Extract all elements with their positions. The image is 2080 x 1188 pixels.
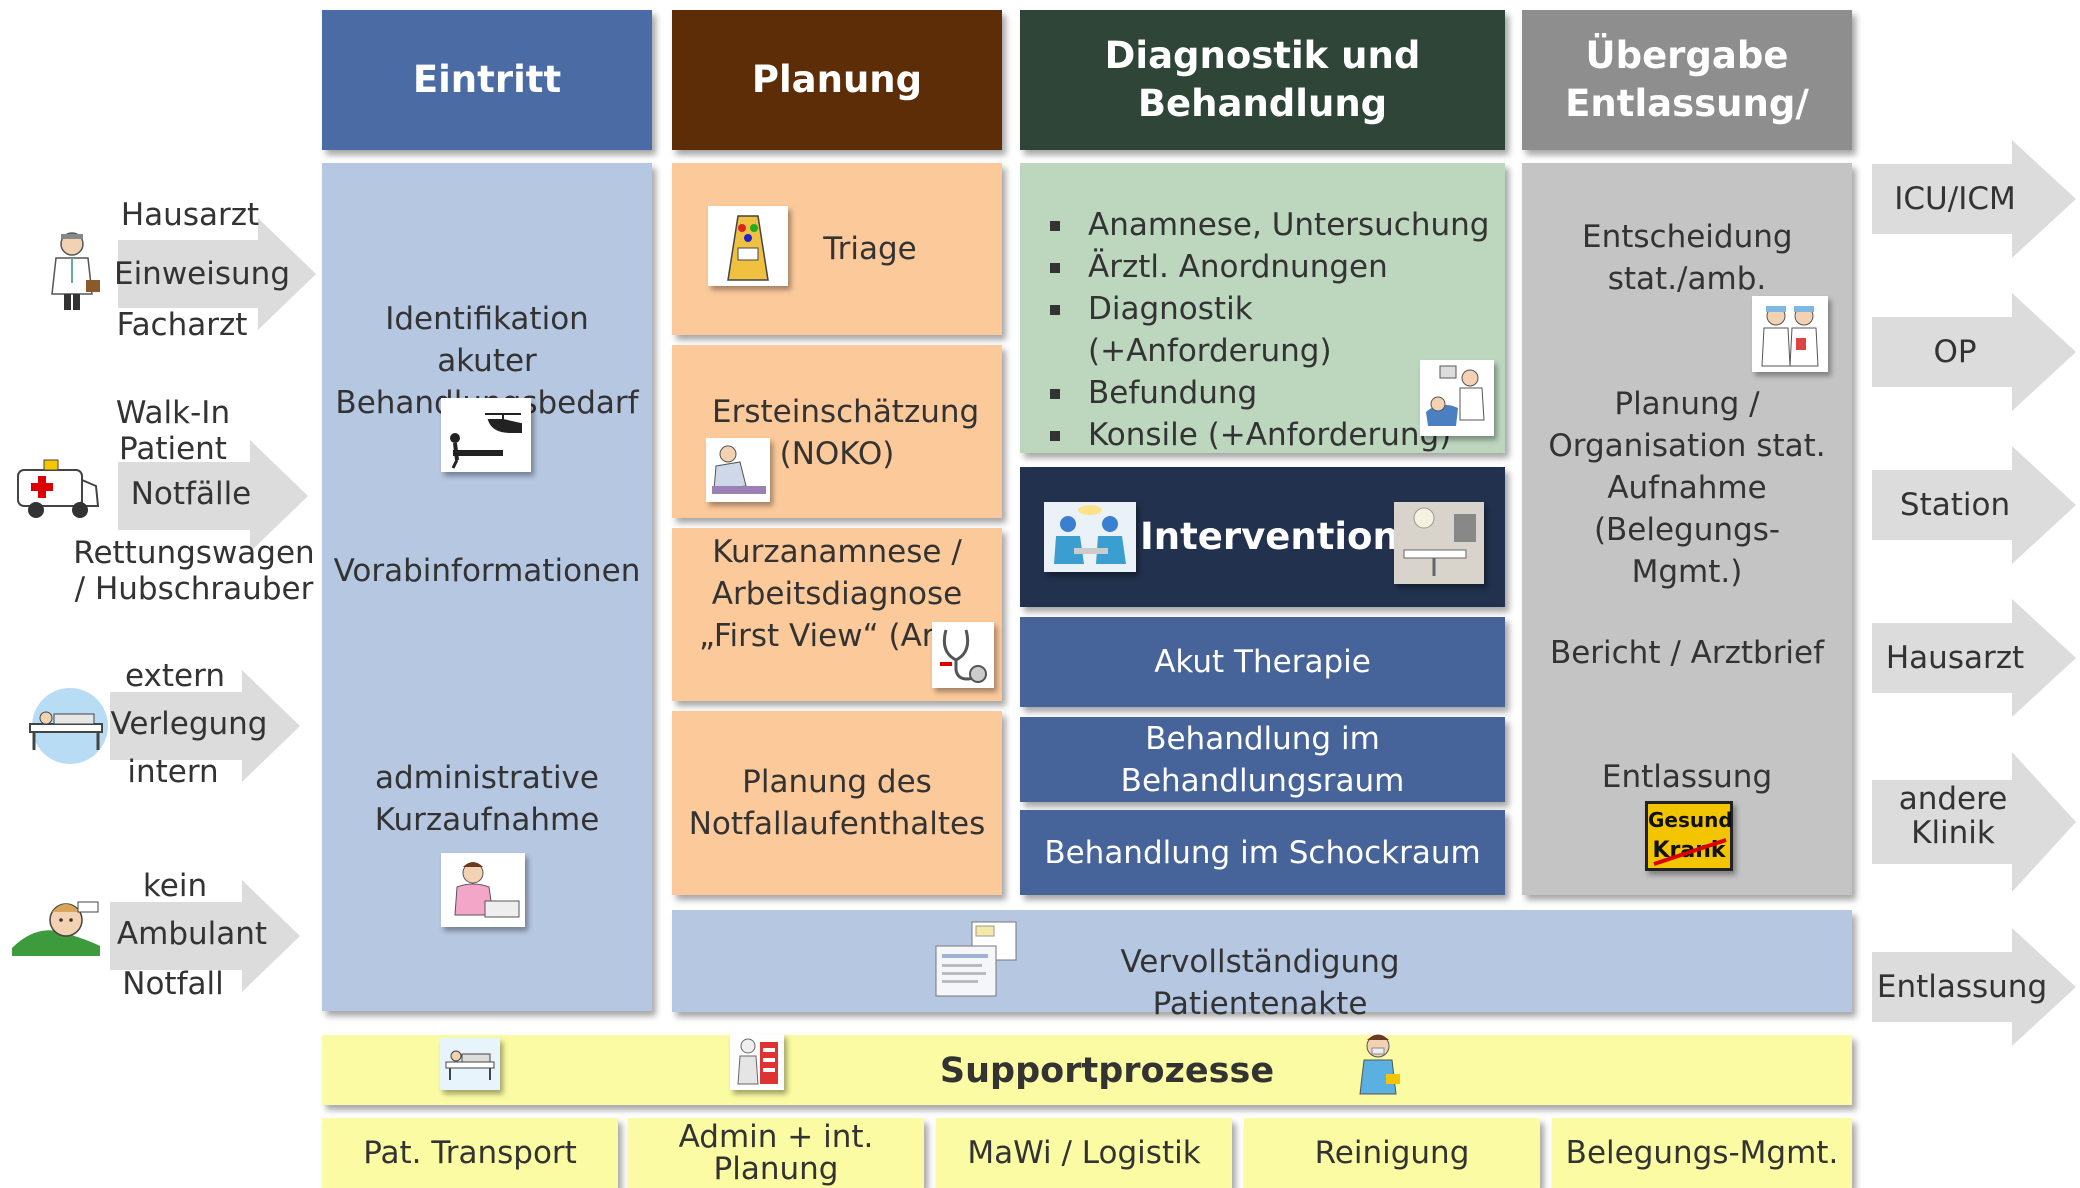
uebergabe-planung-organisation: Planung / Organisation stat. Aufnahme (B…: [1548, 386, 1826, 590]
output-station-label: Station: [1899, 487, 2011, 523]
operating-room-icon: [1394, 502, 1484, 584]
input-facharzt-label: Facharzt: [116, 307, 248, 343]
output-arrow-hausarzt: [1872, 599, 2076, 717]
planung-kurzanamnese: Kurzanamnese / Arbeitsdiagnose „First Vi…: [698, 534, 976, 654]
input-arrow-verlegung: [110, 670, 300, 782]
transport-bed-icon: [440, 1038, 500, 1090]
header-eintritt-label: Eintritt: [412, 57, 562, 101]
hospital-bed-icon: [24, 686, 110, 766]
header-uebergabe-line1: Übergabe: [1585, 33, 1789, 77]
uebergabe-entscheidung: Entscheidung stat./amb.: [1582, 219, 1793, 297]
input-arrow-notfaelle: [118, 440, 308, 552]
output-hausarzt-label: Hausarzt: [1885, 640, 2025, 676]
support-bar: [322, 1035, 1852, 1105]
stethoscope-icon: [932, 622, 994, 688]
input-ambulant-label: Ambulant: [116, 916, 268, 952]
header-uebergabe-line2: Entlassung/: [1565, 82, 1809, 125]
nurse-writing-icon: [441, 853, 525, 927]
input-notfaelle-label: Notfälle: [130, 476, 252, 512]
input-intern-label: intern: [127, 754, 219, 790]
diagnostik-list-item: Befundung: [1036, 372, 1496, 414]
surgery-icon: [1044, 502, 1136, 572]
planung-triage: Triage: [823, 231, 917, 267]
diagnostik-list-item: Ärztl. Anordnungen: [1036, 246, 1496, 288]
ambulance-icon: [14, 450, 102, 522]
eintritt-vorabinformationen: Vorabinformationen: [333, 553, 641, 589]
header-eintritt: Eintritt: [322, 10, 652, 150]
input-verlegung-label: Verlegung: [110, 706, 268, 742]
support-pat-transport-label: Pat. Transport: [363, 1135, 577, 1171]
doctors-consult-icon: [1752, 296, 1828, 372]
eintritt-identifikation: Identifikation akuter Behandlungsbedarf: [335, 301, 638, 421]
output-entlassung-label: Entlassung: [1876, 969, 2048, 1005]
dentist-treatment-icon: [1420, 360, 1494, 436]
patient-exam-icon: [706, 438, 770, 502]
support-admin-planung-label: Admin + int. Planung: [678, 1119, 874, 1187]
output-arrow-andere-klinik: [1872, 752, 2076, 892]
uebergabe-bericht: Bericht / Arztbrief: [1549, 635, 1825, 671]
input-hausarzt-label: Hausarzt: [120, 197, 260, 233]
plan-figure-icon: [730, 1034, 784, 1090]
input-walkin-label: Walk-In Patient: [115, 395, 231, 467]
output-andere-klinik-label: andere Klinik: [1898, 781, 2008, 851]
helicopter-stretcher-icon: [441, 398, 531, 472]
header-planung-label: Planung: [751, 57, 923, 101]
behandlungsraum-box: Behandlung im Behandlungsraum: [1020, 717, 1505, 802]
support-mawi-logistik-label: MaWi / Logistik: [967, 1135, 1201, 1171]
schockraum-label: Behandlung im Schockraum: [1044, 834, 1481, 871]
patient-file-icon: [932, 920, 1022, 1000]
input-arrow-einweisung: [118, 218, 316, 330]
gesund-krank-sign-icon: Gesund Krank: [1645, 801, 1733, 871]
header-diagnostik-label: Diagnostik und Behandlung: [1104, 33, 1421, 125]
output-arrow-icu: [1872, 140, 2076, 258]
triage-sign-icon: [708, 206, 788, 286]
support-reinigung: Reinigung: [1244, 1118, 1540, 1188]
patientenakte-bar: [672, 910, 1852, 1012]
support-pat-transport: Pat. Transport: [322, 1118, 618, 1188]
akut-therapie-box: Akut Therapie: [1020, 617, 1505, 707]
diagnostik-list-item: Anamnese, Untersuchung: [1036, 204, 1496, 246]
input-rettungswagen-label: Rettungswagen / Hubschrauber: [73, 535, 315, 607]
diagnostik-list-item: Diagnostik (+Anforderung): [1036, 288, 1496, 372]
planung-notfallaufenthalt: Planung des Notfallaufenthaltes: [688, 764, 986, 842]
schockraum-box: Behandlung im Schockraum: [1020, 810, 1505, 895]
patientenakte-label: Vervollständigung Patientenakte: [1120, 944, 1400, 1022]
output-arrow-entlassung: [1872, 928, 2076, 1046]
uebergabe-entlassung: Entlassung: [1601, 759, 1773, 795]
header-uebergabe: Übergabe Entlassung/: [1522, 10, 1852, 150]
cleaning-staff-icon: [1350, 1030, 1408, 1102]
input-arrow-ambulant: [110, 880, 300, 992]
header-diagnostik: Diagnostik und Behandlung: [1020, 10, 1505, 150]
akut-therapie-label: Akut Therapie: [1154, 644, 1371, 680]
diagnostik-list: Anamnese, Untersuchung Ärztl. Anordnunge…: [1036, 204, 1496, 456]
planung-ersteinschaetzung: Ersteinschätzung (NOKO): [712, 394, 980, 472]
header-planung: Planung: [672, 10, 1002, 150]
eintritt-kurzaufnahme: administrative Kurzaufnahme: [374, 760, 600, 838]
sign-gesund-text: Gesund: [1648, 808, 1733, 832]
output-icu-label: ICU/ICM: [1894, 181, 2016, 217]
output-arrow-op: [1872, 293, 2076, 411]
support-reinigung-label: Reinigung: [1314, 1135, 1470, 1171]
support-belegungs-mgmt-label: Belegungs-Mgmt.: [1565, 1135, 1839, 1171]
doctor-icon: [42, 228, 102, 314]
input-extern-label: extern: [125, 658, 225, 694]
input-einweisung-label: Einweisung: [113, 256, 290, 292]
behandlungsraum-label: Behandlung im Behandlungsraum: [1120, 720, 1405, 799]
output-op-label: OP: [1933, 334, 1977, 370]
output-arrow-station: [1872, 446, 2076, 564]
input-kein-label: kein: [142, 868, 208, 904]
intervention-label: Intervention: [1140, 515, 1399, 558]
sick-child-icon: [8, 888, 104, 960]
support-mawi-logistik: MaWi / Logistik: [936, 1118, 1232, 1188]
support-admin-planung: Admin + int. Planung: [628, 1118, 924, 1188]
planung-aufenthalt-box: [672, 711, 1002, 895]
diagnostik-list-item: Konsile (+Anforderung): [1036, 414, 1496, 456]
input-notfall-label: Notfall: [122, 966, 224, 1002]
support-title: Supportprozesse: [939, 1051, 1275, 1091]
support-belegungs-mgmt: Belegungs-Mgmt.: [1552, 1118, 1852, 1188]
uebergabe-panel: [1522, 163, 1852, 895]
